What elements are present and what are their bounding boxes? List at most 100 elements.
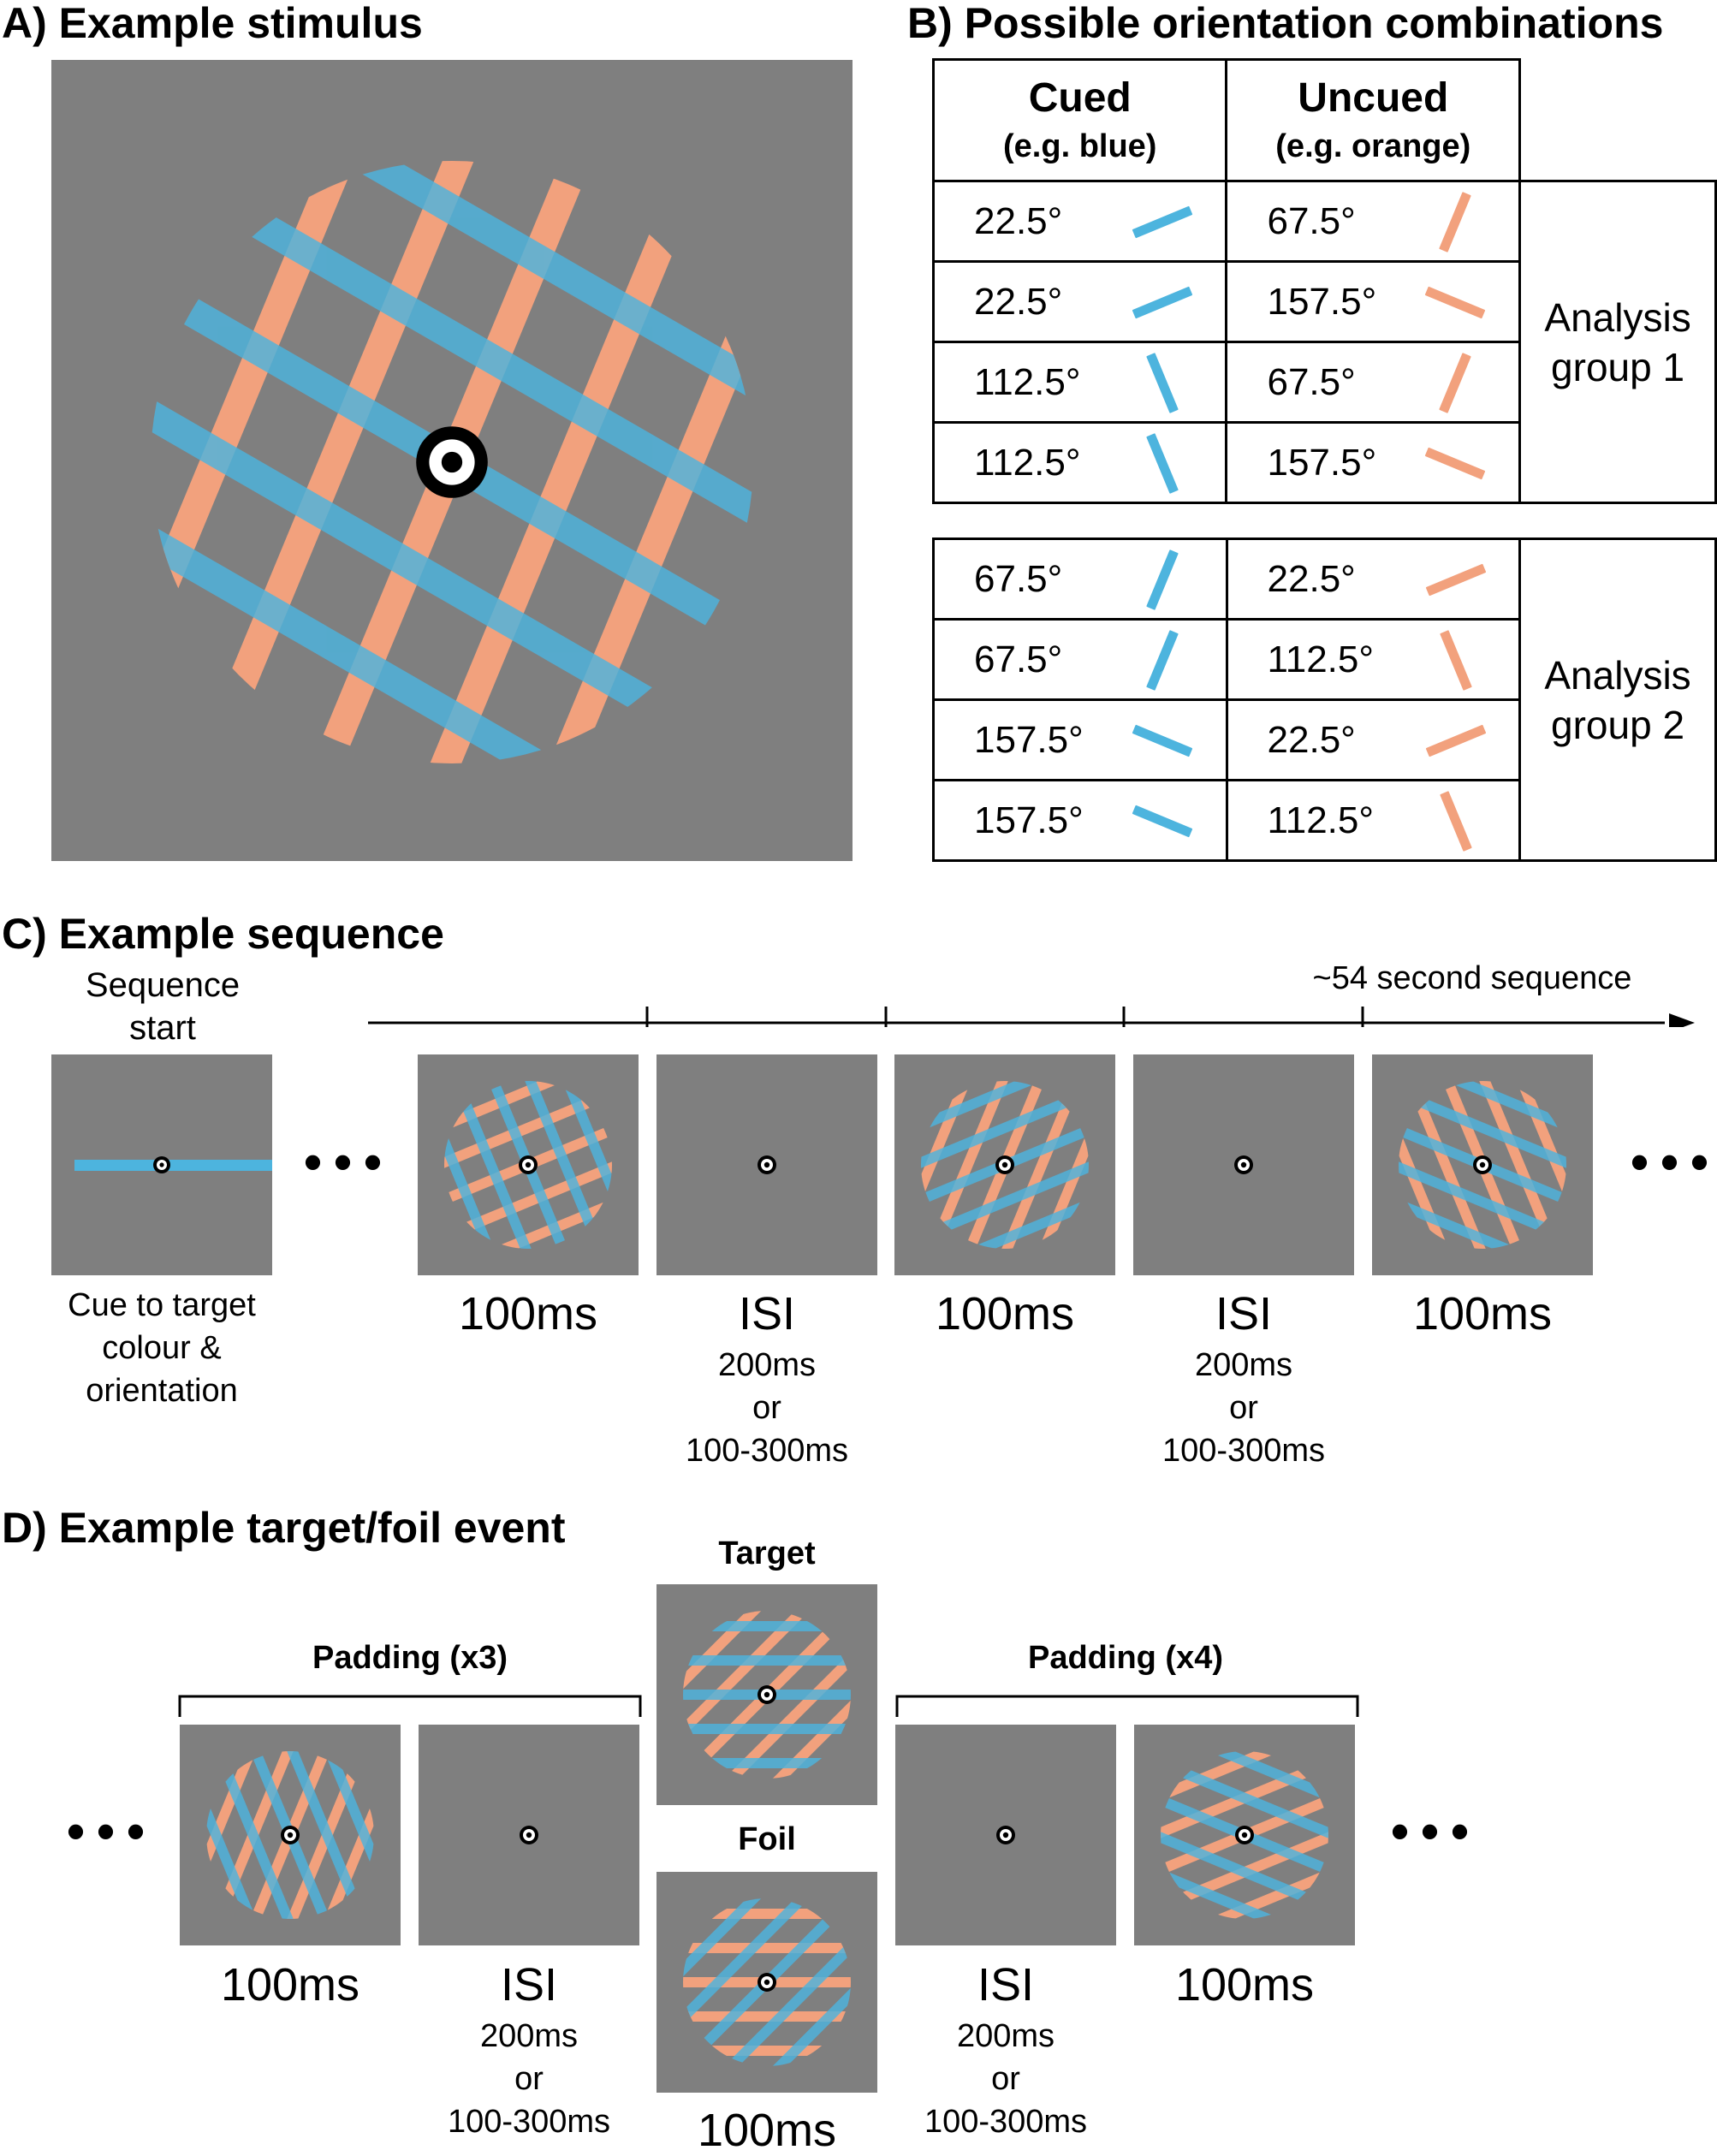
foil-label: Foil xyxy=(738,1821,796,1857)
uncued-orientation-bar xyxy=(1439,191,1472,252)
padding-frame-stim xyxy=(180,1725,401,1945)
frame-2-fixation xyxy=(758,1155,776,1174)
cued-value: 112.5° xyxy=(974,441,1081,484)
cued-orientation-bar xyxy=(1132,205,1193,238)
cued-cell: 67.5° xyxy=(932,618,1228,701)
example-stimulus-frame xyxy=(51,60,853,861)
cued-orientation-bar xyxy=(1132,805,1193,837)
padding-frame-isi xyxy=(419,1725,639,1945)
padding-x4-label: Padding (x4) xyxy=(1027,1640,1224,1676)
example-stimulus-grating xyxy=(151,161,753,763)
uncued-orientation-bar xyxy=(1439,790,1472,852)
uncued-cell: 157.5° xyxy=(1225,260,1522,343)
table-row: 157.5° 22.5° xyxy=(932,698,1716,781)
uncued-value: 22.5° xyxy=(1267,557,1356,600)
cue-frame xyxy=(51,1054,304,1275)
cued-cell: 22.5° xyxy=(931,180,1228,263)
padding-stim-grating xyxy=(206,1751,374,1919)
cued-orientation-bar xyxy=(1146,432,1179,494)
header-uncued: Uncued(e.g. orange) xyxy=(1225,58,1522,182)
uncued-orientation-bar xyxy=(1439,629,1472,691)
cued-cell: 157.5° xyxy=(932,779,1228,862)
cued-cell: 67.5° xyxy=(932,538,1228,621)
sequence-frame-1 xyxy=(418,1054,639,1275)
uncued-cell: 112.5° xyxy=(1225,618,1522,701)
foil-grating xyxy=(683,1898,851,2066)
uncued-value: 112.5° xyxy=(1267,799,1374,841)
uncued-orientation-bar xyxy=(1425,286,1486,318)
caption-frame-1: 100ms xyxy=(458,1288,598,1339)
ellipsis-d-right: ••• xyxy=(1391,1803,1482,1860)
table-row: 157.5° 112.5° xyxy=(932,779,1716,862)
cued-value: 22.5° xyxy=(974,199,1063,242)
uncued-cell: 67.5° xyxy=(1225,180,1522,263)
cued-value: 22.5° xyxy=(974,280,1063,323)
uncued-cell: 67.5° xyxy=(1225,341,1522,424)
table-row: 112.5° 157.5° xyxy=(931,421,1716,504)
timeline-label: ~54 second sequence xyxy=(1312,960,1632,996)
frame-1-grating xyxy=(444,1081,612,1249)
panel-a-title: A) Example stimulus xyxy=(2,0,423,47)
caption-d-padding-stim: 100ms xyxy=(220,1959,360,2010)
cued-orientation-bar xyxy=(1146,352,1179,413)
cued-orientation-bar xyxy=(1132,286,1193,318)
sequence-frame-4-isi xyxy=(1133,1054,1354,1275)
uncued-orientation-bar xyxy=(1439,352,1472,413)
cued-value: 67.5° xyxy=(974,638,1063,680)
uncued-cell: 22.5° xyxy=(1225,698,1522,781)
table-row: 112.5°67.5° xyxy=(931,341,1716,424)
padding-x3-label: Padding (x3) xyxy=(312,1640,508,1676)
post-padding-isi-fixation xyxy=(996,1826,1015,1844)
cued-value: 157.5° xyxy=(974,799,1084,841)
uncued-cell: 22.5° xyxy=(1225,538,1522,621)
ellipsis-left: ••• xyxy=(304,1133,395,1191)
uncued-value: 112.5° xyxy=(1267,638,1374,680)
cued-value: 67.5° xyxy=(974,557,1063,600)
target-label: Target xyxy=(718,1535,816,1571)
cued-cell: 112.5° xyxy=(931,421,1228,504)
uncued-orientation-bar xyxy=(1425,563,1486,596)
target-frame xyxy=(656,1584,877,1805)
uncued-value: 157.5° xyxy=(1267,441,1377,484)
panel-c-title: C) Example sequence xyxy=(2,910,444,958)
sequence-frame-3 xyxy=(894,1054,1115,1275)
cued-cell: 157.5° xyxy=(932,698,1228,781)
cued-orientation-bar xyxy=(1146,629,1179,691)
frame-3-grating xyxy=(921,1081,1089,1249)
uncued-value: 67.5° xyxy=(1267,199,1356,242)
table-row: 22.5° 157.5° xyxy=(931,260,1716,343)
frame-4-fixation xyxy=(1234,1155,1253,1174)
post-padding-stim-grating xyxy=(1161,1751,1328,1919)
post-padding-frame-stim xyxy=(1134,1725,1355,1945)
ellipsis-right: ••• xyxy=(1631,1133,1717,1191)
panel-d-title: D) Example target/foil event xyxy=(2,1504,566,1552)
panel-b-title: B) Possible orientation combinations xyxy=(907,0,1664,47)
uncued-value: 157.5° xyxy=(1267,280,1377,323)
uncued-orientation-bar xyxy=(1425,724,1486,757)
padding-isi-fixation xyxy=(520,1826,538,1844)
uncued-value: 22.5° xyxy=(1267,718,1356,761)
cued-cell: 112.5° xyxy=(931,341,1228,424)
post-padding-frame-isi xyxy=(895,1725,1116,1945)
timeline-arrow xyxy=(368,1007,1695,1027)
frame-5-grating xyxy=(1399,1081,1566,1249)
uncued-cell: 157.5° xyxy=(1225,421,1522,504)
target-grating xyxy=(683,1611,851,1779)
padding-brackets xyxy=(178,1695,1359,1717)
caption-frame-5: 100ms xyxy=(1412,1288,1553,1339)
cued-orientation-bar xyxy=(1132,724,1193,757)
cue-bar xyxy=(74,1156,304,1173)
cued-orientation-bar xyxy=(1146,549,1179,610)
uncued-orientation-bar xyxy=(1425,447,1486,479)
uncued-cell: 112.5° xyxy=(1225,779,1522,862)
cued-cell: 22.5° xyxy=(931,260,1228,343)
